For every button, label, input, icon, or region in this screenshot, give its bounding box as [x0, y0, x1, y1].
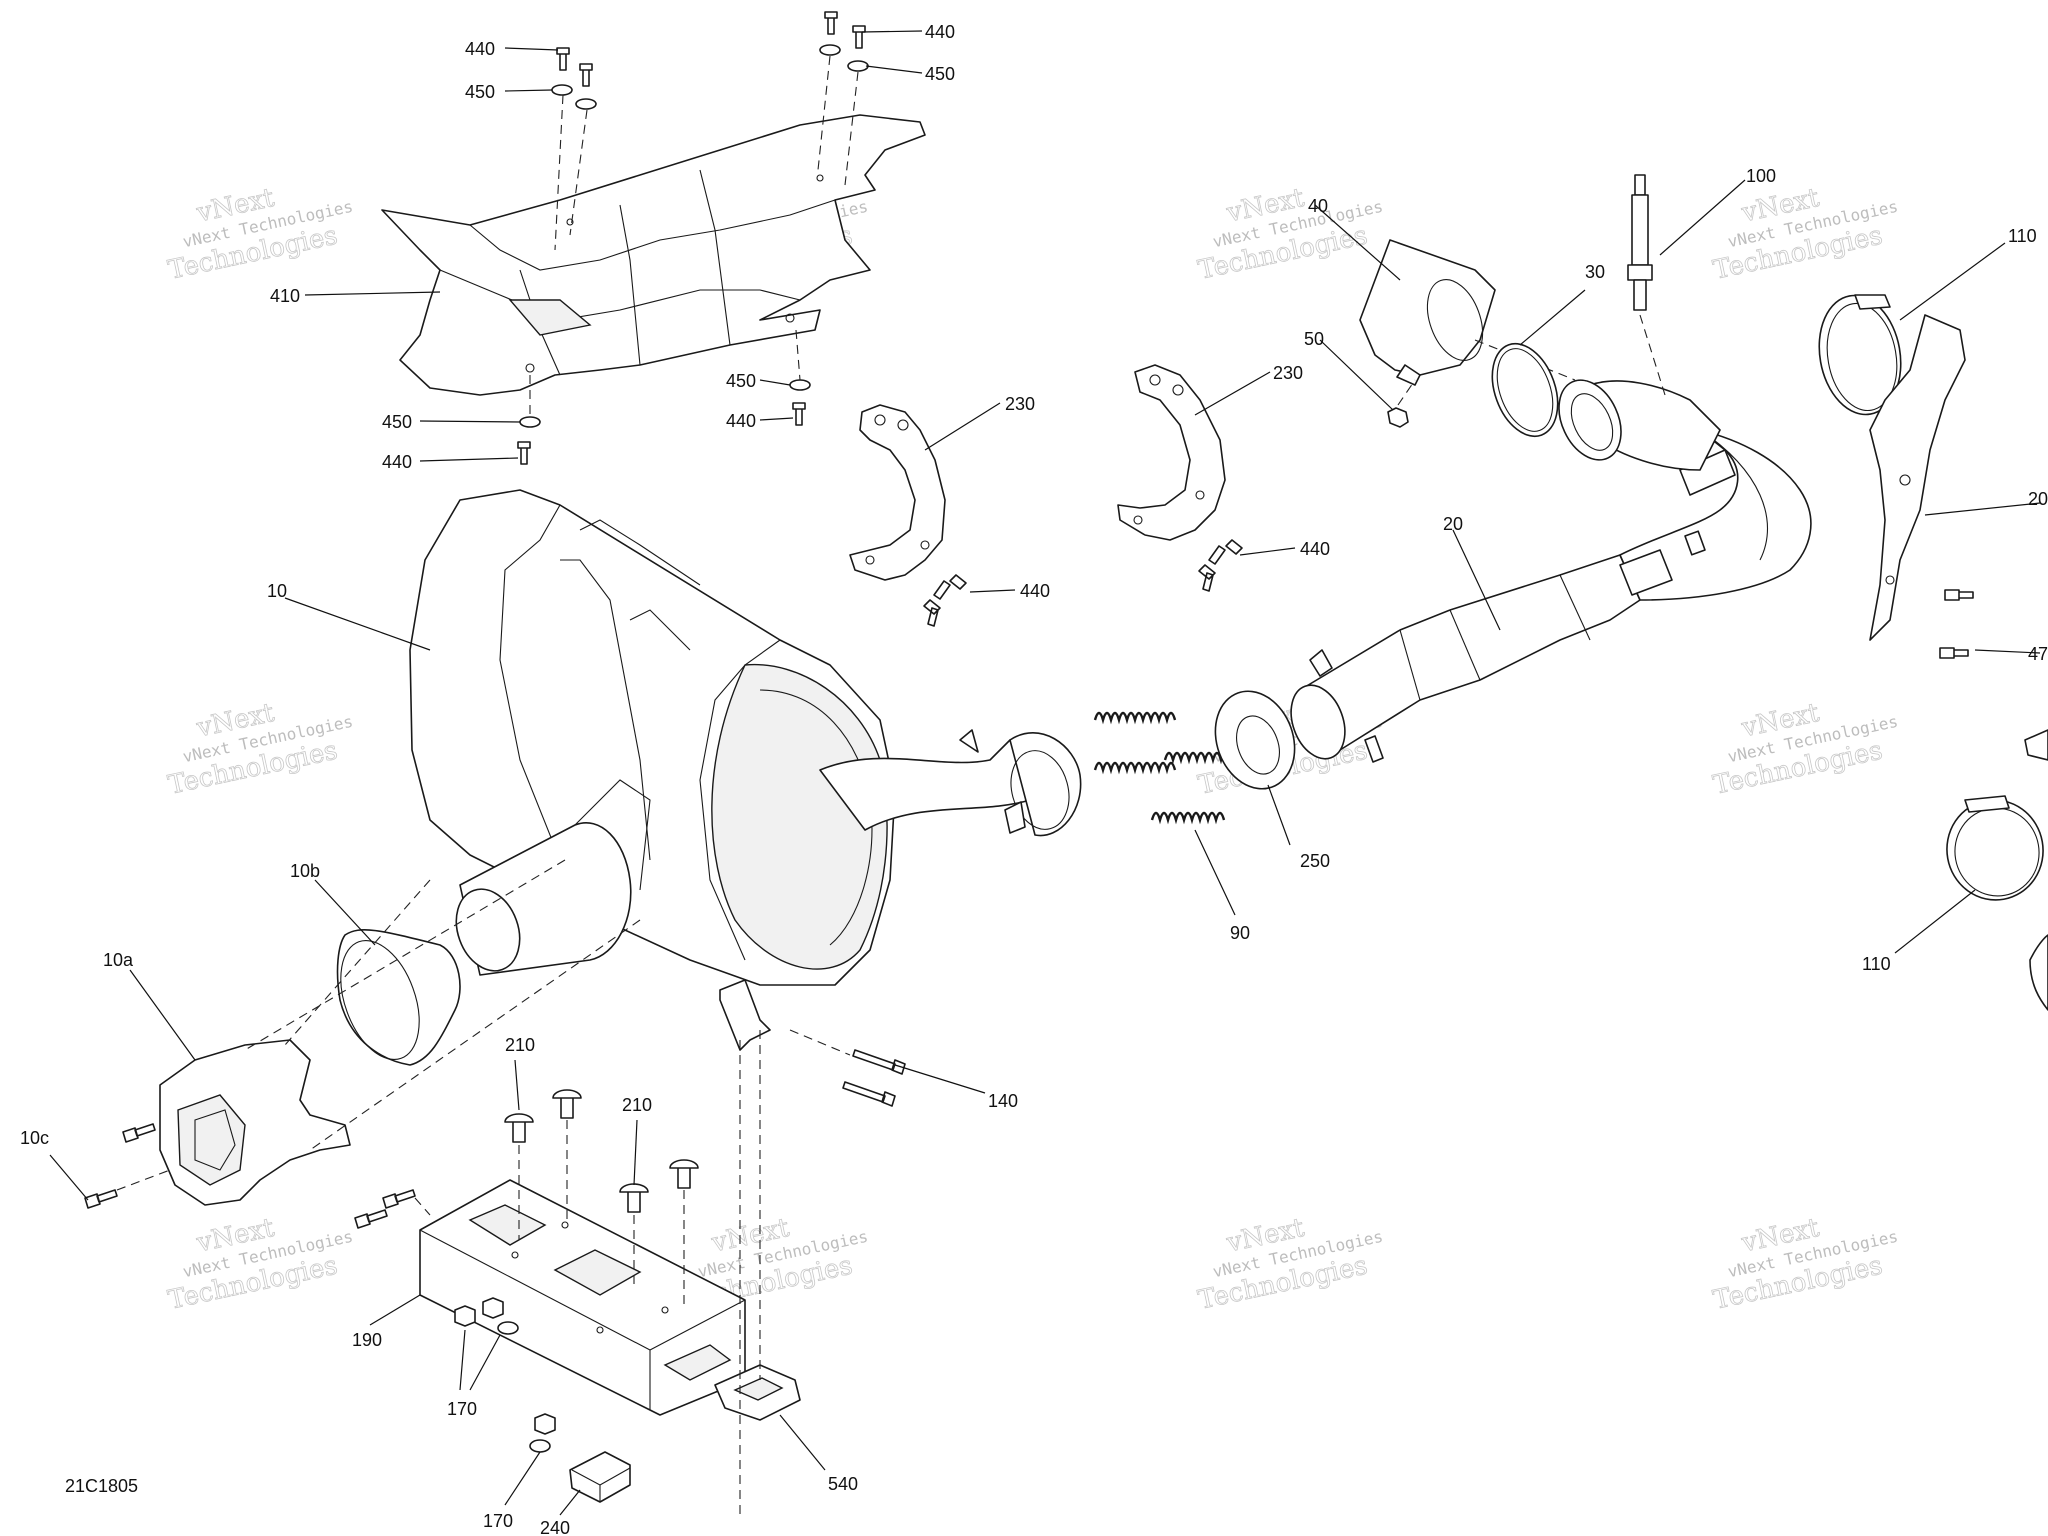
callout-110: 110	[2008, 226, 2037, 246]
watermark-9: vNext vNext Technologies Technologies	[165, 1212, 354, 1316]
callout-240: 240	[540, 1518, 570, 1536]
callout-100: 100	[1746, 166, 1776, 186]
watermark-12: vNext vNext Technologies Technologies	[1710, 1212, 1899, 1316]
bracket-200	[1869, 314, 1974, 659]
callout-40: 40	[1308, 196, 1328, 216]
bolt-10c	[84, 1123, 171, 1209]
watermark-1: vNext vNext Technologies Technologies	[165, 182, 354, 286]
watermark-3: vNext vNext Technologies Technologies	[1195, 182, 1384, 286]
springs-90	[1093, 711, 1231, 825]
gasket-ring-30	[1491, 342, 1559, 438]
callout-210: 210	[622, 1095, 652, 1115]
callout-450: 450	[726, 371, 756, 391]
callout-410: 410	[270, 286, 300, 306]
callout-440: 440	[1020, 581, 1050, 601]
heat-shield-410	[381, 114, 926, 396]
callout-10b: 10b	[290, 861, 320, 881]
hose-clamp-110-bottom	[1946, 795, 2044, 901]
callout-190: 190	[352, 1330, 382, 1350]
oxygen-sensor-100	[1627, 174, 1666, 396]
mid-pipe-20	[1290, 379, 1812, 763]
callout-210: 210	[505, 1035, 535, 1055]
callout-10a: 10a	[103, 950, 134, 970]
partial-part-right-edge	[2024, 729, 2048, 1011]
callout-labels: 440 450 440 450 410 450 440 450 440 230 …	[20, 22, 2048, 1536]
callout-50: 50	[1304, 329, 1324, 349]
inlet-pipe	[819, 729, 1082, 837]
bolts-140	[789, 1029, 906, 1107]
tail-cone-10b	[336, 929, 461, 1066]
callout-230: 230	[1273, 363, 1303, 383]
gasket-250	[1214, 690, 1296, 790]
nut-50	[1387, 379, 1416, 428]
callout-440: 440	[465, 39, 495, 59]
callout-110: 110	[1862, 954, 1891, 974]
callout-450: 450	[382, 412, 412, 432]
callout-440: 440	[925, 22, 955, 42]
rivets-210	[504, 1089, 699, 1305]
callout-440: 440	[382, 452, 412, 472]
nuts-170	[454, 1297, 556, 1453]
callout-20: 20	[1443, 514, 1463, 534]
bolts-side-190	[354, 1189, 431, 1229]
bracket-230-left	[849, 404, 967, 627]
bracket-230-right	[1117, 364, 1243, 592]
callout-170: 170	[447, 1399, 477, 1419]
diagram-code: 21C1805	[65, 1476, 138, 1496]
outlet-shield-10a	[159, 1039, 351, 1206]
callout-10: 10	[267, 581, 287, 601]
callout-540: 540	[828, 1474, 858, 1494]
callout-20: 20	[2028, 489, 2048, 509]
callout-10c: 10c	[20, 1128, 49, 1148]
watermark-11: vNext vNext Technologies Technologies	[1195, 1212, 1384, 1316]
clamp-40	[1359, 239, 1496, 386]
watermark-5: vNext vNext Technologies Technologies	[165, 697, 354, 801]
callout-90: 90	[1230, 923, 1250, 943]
grommet-540	[714, 1364, 801, 1421]
callout-30: 30	[1585, 262, 1605, 282]
leader-lines	[49, 30, 2041, 1516]
callout-440: 440	[1300, 539, 1330, 559]
callout-140: 140	[988, 1091, 1018, 1111]
callout-230: 230	[1005, 394, 1035, 414]
block-240	[569, 1451, 631, 1503]
callout-450: 450	[925, 64, 955, 84]
callout-170: 170	[483, 1511, 513, 1531]
callout-450: 450	[465, 82, 495, 102]
watermark-8: vNext vNext Technologies Technologies	[1710, 697, 1899, 801]
muffler-10	[409, 489, 896, 1051]
callout-470: 470	[2028, 644, 2048, 664]
mount-bracket-190	[419, 1179, 746, 1416]
callout-440: 440	[726, 411, 756, 431]
callout-250: 250	[1300, 851, 1330, 871]
watermark-4: vNext vNext Technologies Technologies	[1710, 182, 1899, 286]
hose-clamp-110-top	[1818, 294, 1902, 416]
